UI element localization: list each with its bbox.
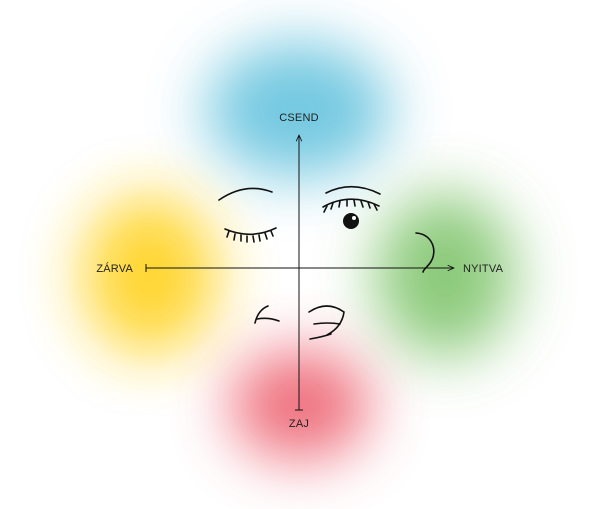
ear-icon bbox=[415, 232, 435, 273]
blue-blob bbox=[206, 42, 390, 178]
closed-eye-icon bbox=[218, 187, 277, 243]
red-blob bbox=[230, 350, 370, 460]
yellow-blob bbox=[82, 195, 218, 355]
open-eye-icon bbox=[322, 185, 381, 229]
axes bbox=[145, 135, 454, 411]
color-blobs bbox=[82, 42, 515, 460]
axis-label-bottom: ZAJ bbox=[289, 418, 309, 430]
mouth-icon bbox=[254, 305, 345, 340]
axis-label-right: NYITVA bbox=[463, 263, 504, 275]
axis-label-top: CSEND bbox=[279, 112, 319, 124]
axis-label-left: ZÁRVA bbox=[96, 262, 133, 275]
green-blob bbox=[375, 193, 515, 357]
